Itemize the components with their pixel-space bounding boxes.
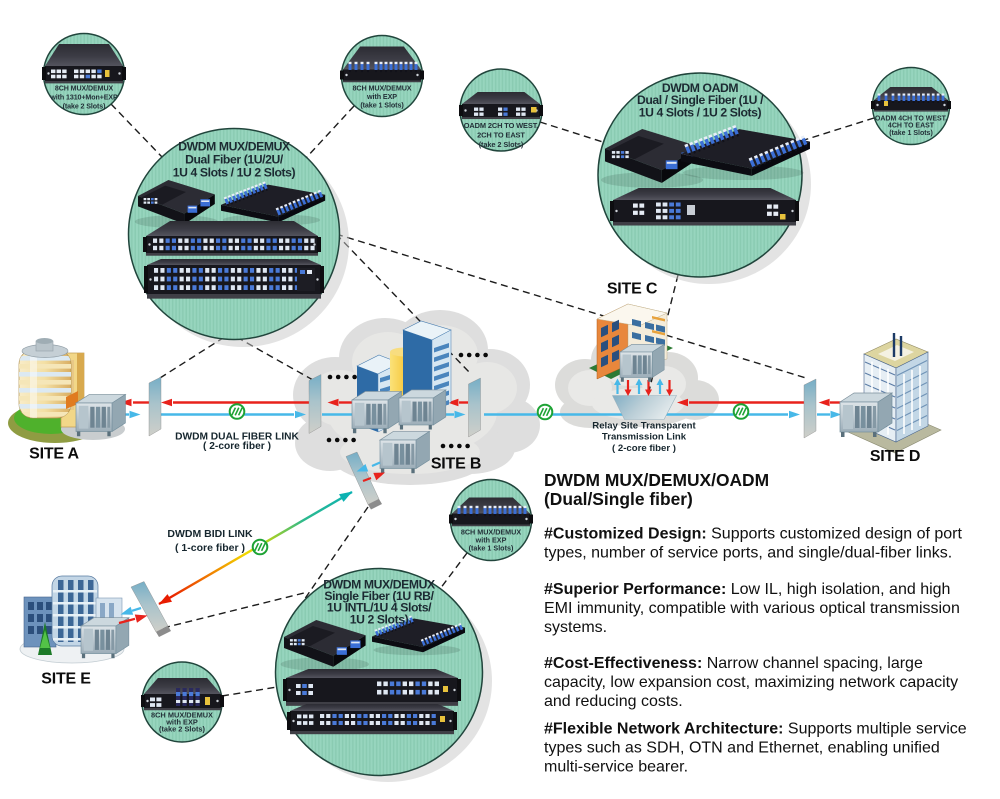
svg-text:OADM 4CH TO WEST,: OADM 4CH TO WEST, (875, 116, 947, 123)
svg-text:#Cost-Effectiveness: Narrow ch: #Cost-Effectiveness: Narrow channel spac… (544, 655, 923, 672)
svg-text:systems.: systems. (544, 619, 607, 636)
svg-text:(Dual/Single fiber): (Dual/Single fiber) (544, 489, 693, 509)
svg-text:SITE D: SITE D (870, 448, 920, 465)
svg-text:1U 4 Slots / 1U 2 Slots): 1U 4 Slots / 1U 2 Slots) (173, 166, 296, 180)
svg-text:with EXP: with EXP (165, 718, 198, 727)
svg-text:#Customized Design: Supports c: #Customized Design: Supports customized … (544, 526, 962, 543)
svg-text:types, number of service ports: types, number of service ports, and sing… (544, 544, 952, 561)
svg-text:Single Fiber (1U RB/: Single Fiber (1U RB/ (324, 589, 434, 603)
svg-text:1U INTL/1U 4 Slots/: 1U INTL/1U 4 Slots/ (327, 601, 432, 615)
svg-text:(take 2 Slots): (take 2 Slots) (63, 102, 106, 110)
svg-text:Relay Site Transparent: Relay Site Transparent (592, 421, 696, 432)
svg-text:8CH MUX/DEMUX: 8CH MUX/DEMUX (461, 528, 522, 537)
svg-text:DWDM MUX/DEMUX/OADM: DWDM MUX/DEMUX/OADM (544, 470, 769, 490)
svg-text:1U 4 Slots / 1U 2 Slots): 1U 4 Slots / 1U 2 Slots) (639, 105, 762, 119)
svg-text:(take 1 Slots): (take 1 Slots) (360, 100, 404, 109)
svg-text:types such as SDH, OTN and Eth: types such as SDH, OTN and Ethernet, ena… (544, 739, 940, 756)
svg-text:#Superior Performance: Low IL,: #Superior Performance: Low IL, high isol… (544, 581, 950, 598)
svg-text:8CH MUX/DEMUX: 8CH MUX/DEMUX (151, 710, 213, 719)
svg-text:multi-service bearer.: multi-service bearer. (544, 758, 688, 775)
svg-text:SITE A: SITE A (29, 446, 79, 463)
svg-text:Dual Fiber (1U/2U/: Dual Fiber (1U/2U/ (185, 153, 284, 167)
svg-text:(take 2 Slots): (take 2 Slots) (159, 725, 206, 734)
svg-text:with EXP: with EXP (475, 536, 507, 545)
svg-text:(take 1 Slots): (take 1 Slots) (469, 543, 514, 552)
svg-text:(take 1 Slots): (take 1 Slots) (889, 130, 933, 137)
svg-text:( 2-core fiber ): ( 2-core fiber ) (203, 441, 271, 452)
svg-text:capacity, low expansion cost,: capacity, low expansion cost, maximizing… (544, 674, 958, 691)
svg-text:#Flexible Network Architecture: #Flexible Network Architecture: Supports… (544, 721, 967, 738)
svg-text:1U 2 Slots): 1U 2 Slots) (350, 612, 409, 626)
svg-text:( 1-core fiber ): ( 1-core fiber ) (175, 542, 245, 554)
svg-text:DWDM MUX/DEMUX: DWDM MUX/DEMUX (178, 140, 291, 154)
svg-text:(take 2 Slots): (take 2 Slots) (479, 140, 524, 149)
svg-text:with EXP: with EXP (366, 92, 397, 101)
svg-text:DWDM OADM: DWDM OADM (662, 81, 739, 95)
svg-text:8CH MUX/DEMUX: 8CH MUX/DEMUX (352, 84, 411, 93)
svg-text:DWDM DUAL FIBER LINK: DWDM DUAL FIBER LINK (175, 432, 299, 443)
svg-text:and reducing costs.: and reducing costs. (544, 693, 683, 710)
svg-text:( 2-core fiber ): ( 2-core fiber ) (612, 443, 676, 454)
svg-text:DWDM BIDI LINK: DWDM BIDI LINK (167, 528, 253, 540)
svg-text:SITE C: SITE C (607, 281, 658, 298)
svg-text:Transmission Link: Transmission Link (602, 432, 687, 443)
svg-text:4CH TO EAST: 4CH TO EAST (888, 123, 935, 130)
svg-text:OADM 2CH TO WEST,: OADM 2CH TO WEST, (464, 121, 539, 130)
svg-text:with 1310+Mon+EXP: with 1310+Mon+EXP (49, 93, 118, 101)
svg-text:SITE E: SITE E (41, 671, 91, 688)
svg-text:8CH MUX/DEMUX: 8CH MUX/DEMUX (55, 85, 114, 93)
svg-text:EMI immunity, compatible with: EMI immunity, compatible with various op… (544, 600, 960, 617)
svg-text:DWDM MUX/DEMUX: DWDM MUX/DEMUX (323, 578, 436, 592)
svg-text:Dual / Single Fiber (1U /: Dual / Single Fiber (1U / (637, 93, 764, 107)
svg-text:SITE B: SITE B (431, 456, 481, 473)
svg-text:2CH TO EAST: 2CH TO EAST (477, 130, 525, 139)
